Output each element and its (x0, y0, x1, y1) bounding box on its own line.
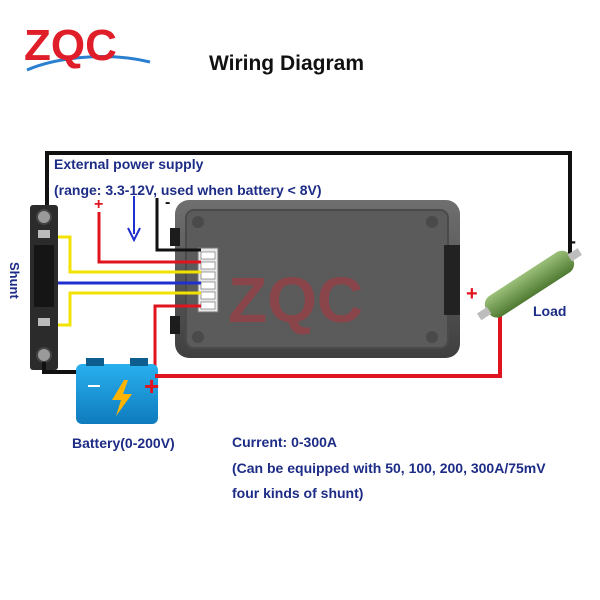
brand-logo: ZQC (24, 21, 151, 72)
ext-minus-mark: - (165, 194, 170, 211)
shunt-icon (30, 205, 58, 370)
current-note-line2: four kinds of shunt) (232, 485, 364, 501)
wire-top-black (45, 151, 572, 270)
wire-battery-load (155, 300, 502, 378)
load-label: Load (533, 303, 567, 319)
meter-device-icon: ZQC (170, 200, 460, 358)
external-power-label: External power supply (54, 156, 204, 172)
battery-label: Battery(0-200V) (72, 435, 175, 451)
page-title: Wiring Diagram (209, 52, 364, 75)
load-plus-mark: + (466, 283, 478, 305)
logo-watermark: ZQC (228, 264, 363, 336)
external-power-range: (range: 3.3-12V, used when battery < 8V) (54, 182, 322, 198)
logo-text: ZQC (24, 21, 117, 70)
ext-plus-mark: + (94, 196, 103, 213)
signal-wires (54, 198, 201, 376)
current-range: Current: 0-300A (232, 434, 338, 450)
resistor-load-icon (476, 248, 582, 321)
shunt-label: Shunt (7, 262, 22, 299)
current-note-line1: (Can be equipped with 50, 100, 200, 300A… (232, 460, 546, 476)
load-minus-mark: - (570, 231, 576, 251)
battery-bolt-icon (76, 358, 158, 424)
battery-plus-mark: + (144, 371, 159, 401)
down-arrow-icon (127, 196, 141, 243)
